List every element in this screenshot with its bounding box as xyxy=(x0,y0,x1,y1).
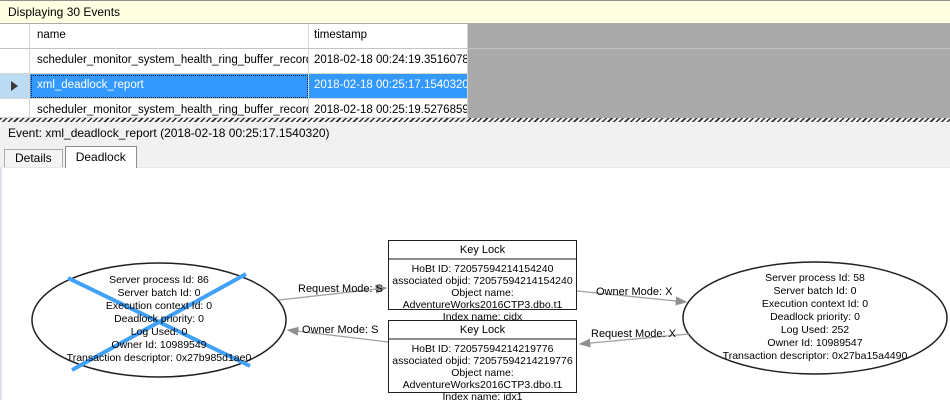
row-filler xyxy=(468,99,950,118)
row-gutter[interactable] xyxy=(0,99,30,118)
resource-line: HoBt ID: 72057594214219776 xyxy=(411,343,554,355)
table-row[interactable]: scheduler_monitor_system_health_ring_buf… xyxy=(0,49,950,74)
grid-corner-cell xyxy=(0,24,30,49)
deadlock-graph-panel: Server process Id: 86 Server batch Id: 0… xyxy=(0,167,950,400)
event-timestamp-cell[interactable]: 2018-02-18 00:25:19.5276859 xyxy=(309,99,468,118)
edge-request-s-arrow xyxy=(278,284,388,301)
resource-details: HoBt ID: 72057594214154240 associated ob… xyxy=(389,260,576,323)
event-name-cell[interactable]: xml_deadlock_report xyxy=(30,74,309,99)
row-filler xyxy=(468,49,950,74)
detail-tabstrip: Details Deadlock xyxy=(0,144,950,168)
selected-event-summary: Event: xml_deadlock_report (2018-02-18 0… xyxy=(0,122,950,144)
grid-header-filler xyxy=(468,24,950,49)
resource-line: associated objid: 72057594214219776 xyxy=(392,355,573,367)
resource-line: Index name: idx1 xyxy=(442,391,523,400)
resource-line: Object name: AdventureWorks2016CTP3.dbo.… xyxy=(402,367,563,391)
row-filler xyxy=(468,74,950,99)
table-row-selected[interactable]: xml_deadlock_report 2018-02-18 00:25:17.… xyxy=(0,74,950,99)
tab-deadlock[interactable]: Deadlock xyxy=(64,146,137,168)
column-header-timestamp[interactable]: timestamp xyxy=(309,24,468,49)
edge-owner-s-arrow xyxy=(286,326,389,343)
current-row-arrow-icon xyxy=(11,81,18,91)
deadlock-graph-canvas xyxy=(31,261,948,378)
events-grid: name timestamp scheduler_monitor_system_… xyxy=(0,24,950,118)
event-name-cell[interactable]: scheduler_monitor_system_health_ring_buf… xyxy=(30,49,309,74)
table-row[interactable]: scheduler_monitor_system_health_ring_buf… xyxy=(0,99,950,118)
resource-node-key-lock-idx1[interactable]: Key Lock HoBt ID: 72057594214219776 asso… xyxy=(388,320,577,400)
grid-header-row: name timestamp xyxy=(0,24,950,49)
resource-line: associated objid: 72057594214154240 xyxy=(392,275,573,287)
resource-title: Key Lock xyxy=(389,321,576,340)
resource-line: Object name: AdventureWorks2016CTP3.dbo.… xyxy=(402,287,563,311)
edge-request-x-arrow xyxy=(578,333,690,348)
events-count-bar: Displaying 30 Events xyxy=(0,0,950,24)
resource-node-key-lock-cidx[interactable]: Key Lock HoBt ID: 72057594214154240 asso… xyxy=(388,240,577,323)
event-name-cell[interactable]: scheduler_monitor_system_health_ring_buf… xyxy=(30,99,309,118)
column-header-name[interactable]: name xyxy=(30,24,309,49)
tab-details[interactable]: Details xyxy=(4,149,63,167)
event-timestamp-cell[interactable]: 2018-02-18 00:25:17.1540320 xyxy=(309,74,468,99)
current-row-gutter[interactable] xyxy=(0,74,30,99)
row-gutter[interactable] xyxy=(0,49,30,74)
pane-splitter[interactable] xyxy=(0,118,950,122)
victim-cross-icon xyxy=(71,272,247,372)
edge-owner-x-arrow xyxy=(576,290,688,306)
resource-details: HoBt ID: 72057594214219776 associated ob… xyxy=(389,340,576,400)
event-timestamp-cell[interactable]: 2018-02-18 00:24:19.3516078 xyxy=(309,49,468,74)
resource-title: Key Lock xyxy=(389,241,576,260)
resource-line: HoBt ID: 72057594214154240 xyxy=(411,263,554,275)
process-node-owner[interactable] xyxy=(682,261,948,375)
